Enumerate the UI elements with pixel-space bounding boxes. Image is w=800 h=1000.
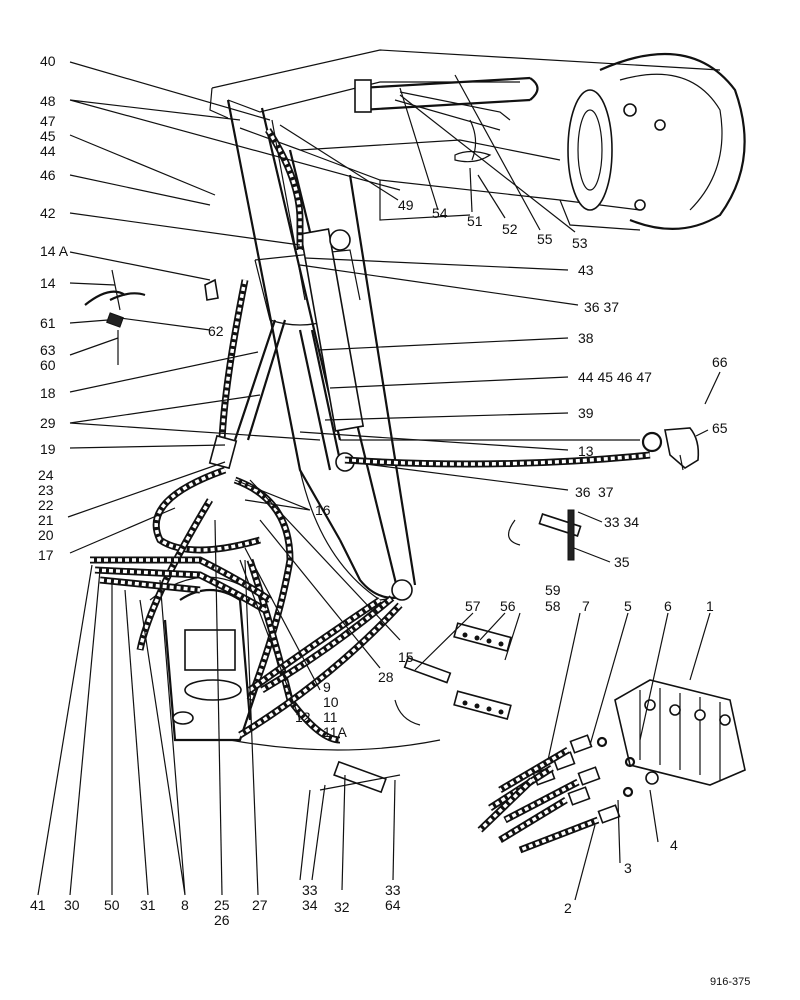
- callout-11: 11: [323, 709, 338, 725]
- callout-15: 15: [398, 649, 414, 665]
- callout-5: 5: [624, 598, 632, 614]
- callout-14: 14: [40, 275, 56, 291]
- callout-42: 42: [40, 205, 56, 221]
- callout-60: 60: [40, 357, 56, 373]
- callout-24: 24: [38, 467, 54, 483]
- callout-32: 32: [334, 899, 350, 915]
- callout-labels: 40 48 47 45 44 46 42 14 A 14 61 63 60 18…: [30, 53, 728, 928]
- callout-39: 39: [578, 405, 594, 421]
- callout-44: 44: [40, 143, 56, 159]
- callout-41: 41: [30, 897, 46, 913]
- callout-40: 40: [40, 53, 56, 69]
- callout-64: 64: [385, 897, 401, 913]
- callout-8: 8: [181, 897, 189, 913]
- callout-12: 12: [295, 709, 311, 725]
- callout-36-37: 36 37: [584, 299, 619, 315]
- callout-36: 36: [575, 484, 591, 500]
- callout-34: 34: [302, 897, 318, 913]
- callout-57: 57: [465, 598, 481, 614]
- callout-19: 19: [40, 441, 56, 457]
- callout-52: 52: [502, 221, 518, 237]
- callout-50: 50: [104, 897, 120, 913]
- callout-7: 7: [582, 598, 590, 614]
- callout-3: 3: [624, 860, 632, 876]
- callout-55: 55: [537, 231, 553, 247]
- callout-46: 46: [40, 167, 56, 183]
- callout-25: 25: [214, 897, 230, 913]
- callout-38: 38: [578, 330, 594, 346]
- callout-23: 23: [38, 482, 54, 498]
- callout-48: 48: [40, 93, 56, 109]
- callout-33a: 33: [302, 882, 318, 898]
- callout-16: 16: [315, 502, 331, 518]
- callout-58: 58: [545, 598, 561, 614]
- callout-18: 18: [40, 385, 56, 401]
- callout-17: 17: [38, 547, 54, 563]
- callout-37: 37: [598, 484, 614, 500]
- callout-2: 2: [564, 900, 572, 916]
- callout-51: 51: [467, 213, 483, 229]
- callout-53: 53: [572, 235, 588, 251]
- callout-20: 20: [38, 527, 54, 543]
- callout-62: 62: [208, 323, 224, 339]
- callout-13: 13: [578, 443, 594, 459]
- callout-31: 31: [140, 897, 156, 913]
- callout-66: 66: [712, 354, 728, 370]
- callout-33-34: 33 34: [604, 514, 639, 530]
- callout-28: 28: [378, 669, 394, 685]
- callout-1: 1: [706, 598, 714, 614]
- callout-54: 54: [432, 205, 448, 221]
- callout-4: 4: [670, 837, 678, 853]
- callout-22: 22: [38, 497, 54, 513]
- callout-30: 30: [64, 897, 80, 913]
- callout-43: 43: [578, 262, 594, 278]
- leader-lines: [37, 61, 721, 901]
- callout-10: 10: [323, 694, 339, 710]
- callout-35: 35: [614, 554, 630, 570]
- callout-29: 29: [40, 415, 56, 431]
- callout-61: 61: [40, 315, 56, 331]
- callout-33b: 33: [385, 882, 401, 898]
- callout-11a: 11A: [323, 724, 348, 740]
- callout-27: 27: [252, 897, 268, 913]
- callout-56: 56: [500, 598, 516, 614]
- callout-63: 63: [40, 342, 56, 358]
- callout-59: 59: [545, 582, 561, 598]
- callout-45: 45: [40, 128, 56, 144]
- callout-47: 47: [40, 113, 56, 129]
- callout-49: 49: [398, 197, 414, 213]
- callout-44-45-46-47: 44 45 46 47: [578, 369, 652, 385]
- machine-artwork: [84, 49, 746, 881]
- callout-6: 6: [664, 598, 672, 614]
- callout-26: 26: [214, 912, 230, 928]
- callout-9: 9: [323, 679, 331, 695]
- drawing-number: 916-375: [710, 976, 750, 988]
- callout-21: 21: [38, 512, 54, 528]
- callout-65: 65: [712, 420, 728, 436]
- callout-14a: 14 A: [40, 243, 69, 259]
